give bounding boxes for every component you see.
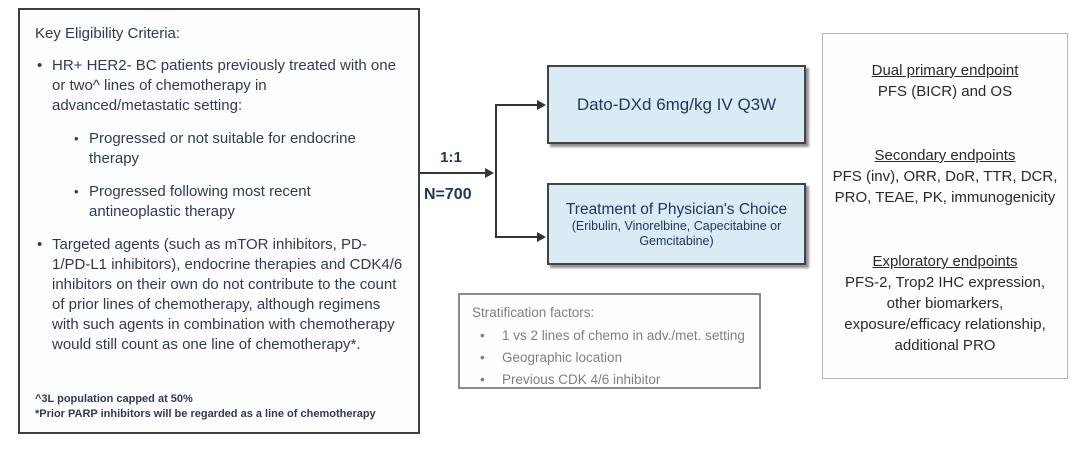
eligibility-sublist: Progressed or not suitable for endocrine… bbox=[52, 129, 403, 222]
secondary-endpoints-heading: Secondary endpoints bbox=[874, 147, 1016, 164]
dual-primary-endpoint-body: PFS (BICR) and OS bbox=[877, 83, 1013, 100]
eligibility-criteria-box: Key Eligibility Criteria: HR+ HER2- BC p… bbox=[18, 8, 420, 434]
branch-bottom-arrowhead-icon bbox=[537, 232, 546, 242]
randomization-ratio-label: 1:1 bbox=[440, 149, 462, 166]
arm-dato-dxd-box: Dato-DXd 6mg/kg IV Q3W bbox=[547, 65, 806, 144]
branch-vertical-line bbox=[495, 104, 497, 238]
randomization-arrowhead-icon bbox=[485, 168, 494, 178]
exploratory-endpoints-heading: Exploratory endpoints bbox=[872, 253, 1018, 270]
randomization-n-label: N=700 bbox=[424, 186, 472, 203]
endpoint-group-secondary: Secondary endpoints PFS (inv), ORR, DoR,… bbox=[830, 145, 1060, 208]
eligibility-title: Key Eligibility Criteria: bbox=[35, 25, 181, 42]
eligibility-bullet-prior-therapy: HR+ HER2- BC patients previously treated… bbox=[35, 56, 403, 222]
branch-top-arrowhead-icon bbox=[537, 100, 546, 110]
endpoints-box: Dual primary endpoint PFS (BICR) and OS … bbox=[822, 33, 1068, 379]
eligibility-footnotes: ^3L population capped at 50% *Prior PARP… bbox=[35, 392, 403, 422]
eligibility-subbullet-antineoplastic: Progressed following most recent antineo… bbox=[74, 182, 403, 222]
eligibility-bullet-targeted-agents: Targeted agents (such as mTOR inhibitors… bbox=[35, 235, 403, 355]
stratification-factors-box: Stratification factors: 1 vs 2 lines of … bbox=[458, 293, 761, 389]
stratification-item-cdk46-inhibitor: Previous CDK 4/6 inhibitor bbox=[472, 371, 749, 388]
arm-physicians-choice-sublabel: (Eribulin, Vinorelbine, Capecitabine or … bbox=[571, 218, 782, 248]
arm-dato-dxd-label: Dato-DXd 6mg/kg IV Q3W bbox=[576, 94, 777, 114]
branch-bottom-line bbox=[495, 236, 538, 238]
arm-physicians-choice-label: Treatment of Physician's Choice bbox=[565, 200, 788, 218]
endpoint-group-exploratory: Exploratory endpoints PFS-2, Trop2 IHC e… bbox=[830, 251, 1060, 356]
footnote-3l-cap: ^3L population capped at 50% bbox=[35, 393, 193, 405]
stratification-item-lines-of-chemo: 1 vs 2 lines of chemo in adv./met. setti… bbox=[472, 327, 749, 344]
footnote-parp: *Prior PARP inhibitors will be regarded … bbox=[35, 408, 376, 420]
randomization-arrow-line bbox=[420, 172, 486, 174]
branch-top-line bbox=[495, 104, 538, 106]
dual-primary-endpoint-heading: Dual primary endpoint bbox=[871, 62, 1019, 79]
eligibility-list: HR+ HER2- BC patients previously treated… bbox=[35, 56, 403, 368]
arm-physicians-choice-box: Treatment of Physician's Choice (Eribuli… bbox=[547, 183, 806, 265]
eligibility-subbullet-endocrine: Progressed or not suitable for endocrine… bbox=[74, 129, 403, 169]
stratification-title: Stratification factors: bbox=[472, 305, 595, 320]
eligibility-bullet-1-text: HR+ HER2- BC patients previously treated… bbox=[52, 57, 396, 114]
stratification-item-geographic-location: Geographic location bbox=[472, 349, 749, 366]
exploratory-endpoints-body: PFS-2, Trop2 IHC expression, other bioma… bbox=[844, 274, 1046, 354]
endpoint-group-dual-primary: Dual primary endpoint PFS (BICR) and OS bbox=[830, 60, 1060, 102]
secondary-endpoints-body: PFS (inv), ORR, DoR, TTR, DCR, PRO, TEAE… bbox=[832, 168, 1058, 206]
stratification-list: 1 vs 2 lines of chemo in adv./met. setti… bbox=[472, 327, 749, 388]
